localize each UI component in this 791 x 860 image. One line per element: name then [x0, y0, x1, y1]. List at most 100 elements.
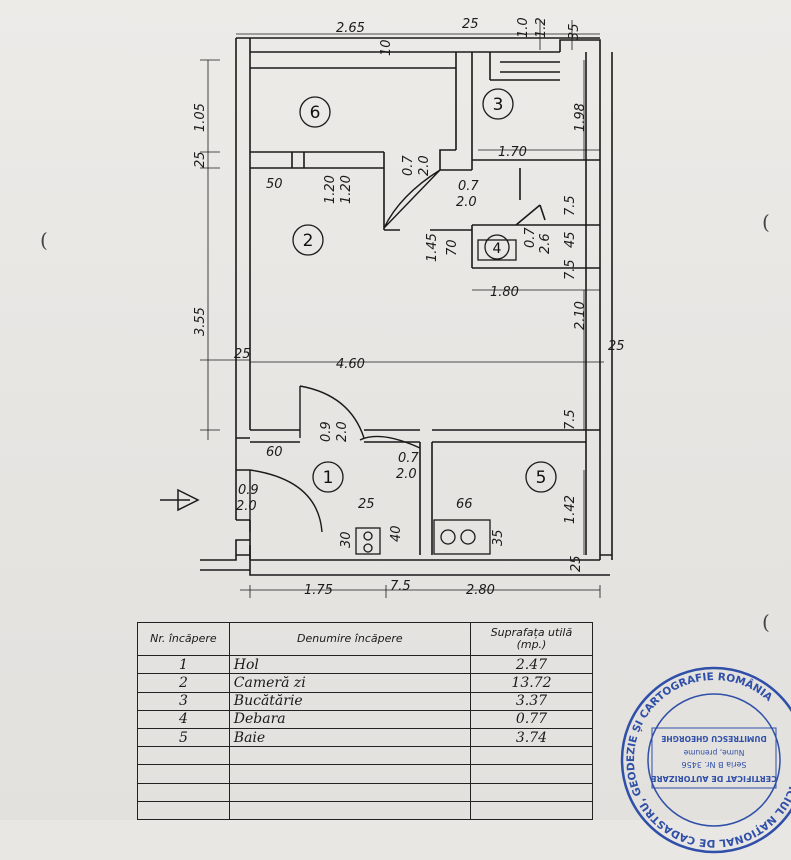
room-marker-3	[482, 88, 514, 120]
room-number: 3	[493, 95, 504, 115]
dimension-label: 40	[389, 525, 404, 542]
row-area: 3.37	[469, 691, 594, 711]
table-row	[137, 800, 594, 821]
column-header-area: Suprafața utilă (mp.)	[469, 621, 594, 657]
row-nr: 3	[137, 691, 230, 711]
dimension-label: 4.60	[336, 357, 365, 372]
dimension-label: 1.98	[573, 103, 588, 132]
row-area	[469, 800, 594, 821]
table-row	[137, 764, 594, 784]
dimension-label: 0.9	[319, 421, 334, 442]
table-row	[137, 746, 594, 766]
dimension-label: 2.0	[335, 421, 350, 442]
row-name	[228, 746, 471, 766]
dimension-label: 60	[266, 445, 283, 460]
dimension-label: 2.10	[573, 301, 588, 330]
dimension-label: 0.9	[238, 483, 259, 498]
room-marker-1	[312, 461, 344, 493]
table-header-row: Nr. încăpere Denumire încăpere Suprafața…	[137, 621, 594, 657]
punch-mark: (	[762, 610, 770, 634]
row-nr	[137, 800, 230, 821]
dimension-label: 2.80	[466, 583, 495, 598]
row-name	[228, 782, 471, 802]
table-row: 3 Bucătărie 3.37	[137, 691, 594, 711]
rooms-table: Nr. încăpere Denumire încăpere Suprafața…	[137, 621, 594, 821]
dimension-label: 1.70	[498, 145, 527, 160]
row-nr	[137, 764, 230, 784]
dimension-label: 35	[491, 529, 506, 546]
dimension-lines	[200, 20, 604, 598]
row-name	[228, 800, 471, 821]
punch-mark: (	[40, 228, 48, 252]
row-nr	[137, 746, 230, 766]
room-marker-5	[525, 461, 557, 493]
room-number: 4	[493, 241, 502, 257]
row-area: 13.72	[469, 673, 594, 693]
room-markers	[292, 88, 557, 493]
stamp-title: CERTIFICAT DE AUTORIZARE	[651, 774, 777, 783]
dimension-label: 25	[608, 339, 625, 354]
entry-arrow-icon	[160, 488, 200, 512]
dimension-label: 25	[569, 555, 584, 572]
dimension-label: 1.20	[339, 175, 354, 204]
stamp-label: Nume, prenume	[683, 748, 744, 757]
dimension-label: 1.42	[563, 495, 578, 524]
room-marker-2	[292, 224, 324, 256]
stamp-holder-name: DUMITRESCU GHEORGHE	[661, 734, 766, 743]
room-number: 2	[303, 231, 314, 251]
row-name: Hol	[228, 655, 471, 675]
dimension-label: 70	[445, 239, 460, 256]
row-nr	[137, 782, 230, 802]
punch-mark: (	[762, 210, 770, 234]
dimension-label: 0.7	[401, 155, 416, 176]
row-name: Baie	[228, 727, 471, 748]
row-area: 3.74	[469, 727, 594, 748]
row-nr: 1	[137, 655, 230, 675]
dimension-label: 1.80	[490, 285, 519, 300]
room-marker-4	[484, 234, 510, 260]
dimension-label: 2.6	[538, 233, 553, 254]
table-row	[137, 782, 594, 802]
dimension-label: 2.0	[236, 499, 257, 514]
stamp-series: Seria B Nr. 3456	[682, 760, 747, 769]
dimension-label: 25	[193, 151, 208, 168]
dimension-label: 2.0	[396, 467, 417, 482]
dimension-label: 25	[462, 17, 479, 32]
dimension-label: 1.75	[304, 583, 333, 598]
dimension-label: 50	[266, 177, 283, 192]
floor-plan: 6 3 2 4 1 5 2.65 25 10 1.0 1.2 35 1.05 2…	[160, 17, 625, 598]
room-number: 6	[310, 103, 321, 123]
column-header-nr: Nr. încăpere	[137, 621, 230, 657]
authorization-stamp: OFICIUL NAȚIONAL DE CADASTRU, GEODEZIE Ș…	[620, 666, 791, 854]
dimension-label: 7.5	[390, 579, 411, 594]
table-row: 5 Baie 3.74	[137, 727, 594, 748]
row-area	[469, 782, 594, 802]
row-nr: 2	[137, 673, 230, 693]
row-name: Cameră zi	[228, 673, 471, 693]
column-header-name: Denumire încăpere	[228, 621, 471, 657]
dimension-label: 7.5	[563, 195, 578, 216]
dimension-label: 2.0	[417, 155, 432, 176]
dimension-label: 7.5	[563, 409, 578, 430]
dimension-label: 1.0	[516, 17, 531, 38]
table-row: 2 Cameră zi 13.72	[137, 673, 594, 693]
room-number: 5	[536, 468, 547, 488]
walls	[200, 37, 613, 576]
doors	[249, 169, 441, 533]
row-nr: 4	[137, 709, 230, 729]
dimension-label: 10	[379, 39, 394, 56]
row-nr: 5	[137, 727, 230, 748]
dimension-label: 25	[358, 497, 375, 512]
dimension-label: 0.7	[398, 451, 419, 466]
dimension-label: 0.7	[523, 227, 538, 248]
dimension-label: 30	[339, 531, 354, 548]
room-number: 1	[323, 468, 334, 488]
row-area	[469, 746, 594, 766]
dimension-label: 1.20	[323, 175, 338, 204]
row-area	[469, 764, 594, 784]
row-area: 2.47	[469, 655, 594, 675]
dimension-label: 1.45	[425, 233, 440, 262]
fixtures	[355, 239, 517, 555]
row-name	[228, 764, 471, 784]
